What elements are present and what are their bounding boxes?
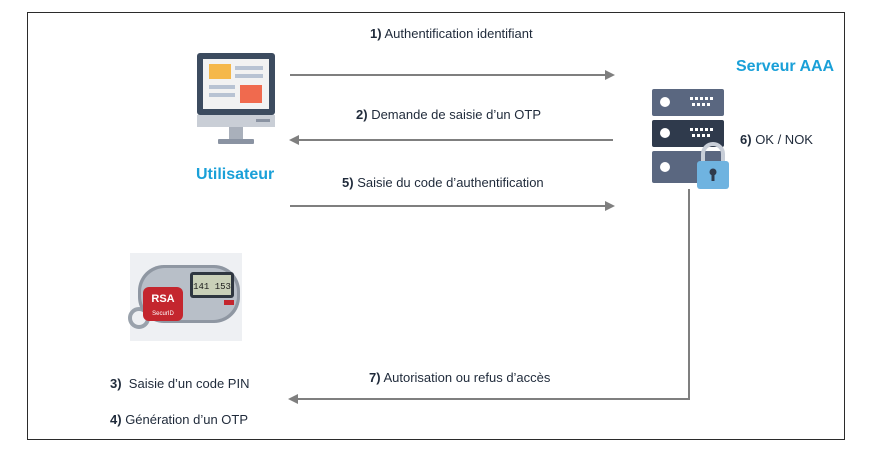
rsa-token-icon: RSA SecurID 141 153 [128, 253, 242, 341]
arrow-step-7 [288, 189, 690, 404]
step-7-label: 7) Autorisation ou refus d’accès [369, 370, 551, 385]
step-4-label: 4) Génération d’un OTP [110, 412, 249, 427]
diagram-frame [27, 12, 845, 440]
token-brand: RSA [151, 293, 174, 305]
token-display: 141 153 [193, 282, 231, 292]
step-2-label: 2) Demande de saisie d’un OTP [356, 107, 541, 122]
server-label: Serveur AAA [736, 58, 835, 75]
token-product: SecurID [152, 311, 174, 317]
step-6-label: 6) OK / NOK [740, 132, 813, 147]
step-3-label: 3) Saisie d’un code PIN [110, 376, 250, 391]
computer-monitor-icon [197, 53, 275, 144]
user-label: Utilisateur [196, 166, 275, 183]
padlock-icon [697, 142, 729, 189]
step-5-label: 5) Saisie du code d’authentification [342, 175, 544, 190]
step-1-label: 1) Authentification identifiant [370, 26, 533, 41]
